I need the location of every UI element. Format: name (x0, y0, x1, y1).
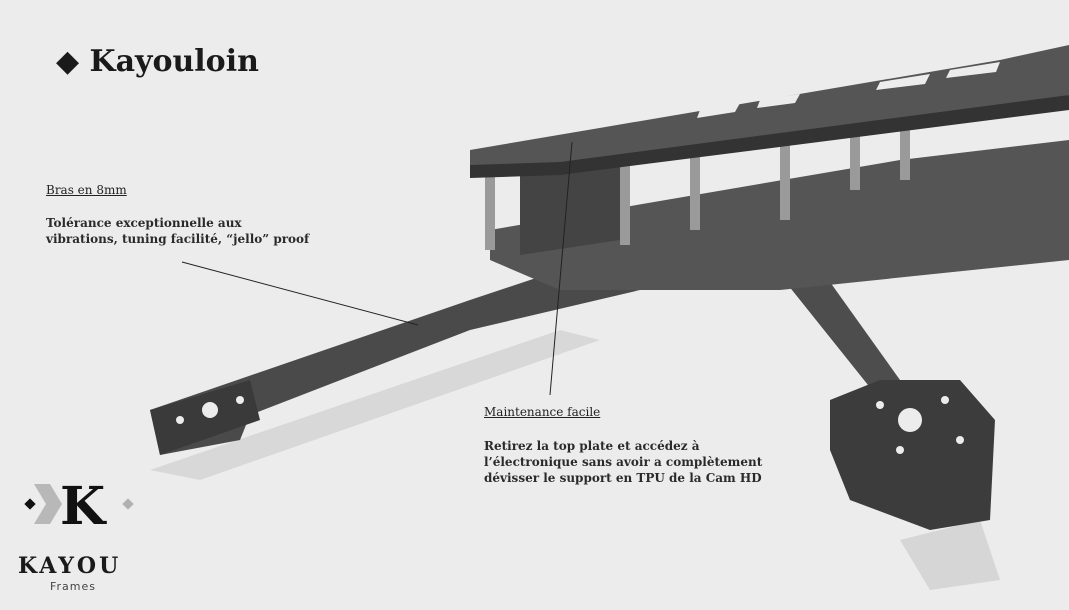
desc-line: l’électronique sans avoir a complètement (484, 455, 763, 469)
callout-maintenance-description: Retirez la top plate et accédez à l’élec… (484, 438, 762, 486)
callout-arms-description: Tolérance exceptionnelle aux vibrations,… (46, 215, 309, 247)
desc-line: vibrations, tuning facilité, “jello” pro… (46, 232, 310, 246)
kayou-logo: K (20, 476, 140, 552)
logo-mark-icon: K (24, 476, 134, 537)
logo-letter: K (60, 478, 107, 537)
desc-line: dévisser le support en TPU de la Cam HD (484, 471, 762, 485)
logo-brand: KAYOU (18, 553, 122, 579)
page-title: ◆ Kayouloin (56, 44, 259, 79)
callout-maintenance-label: Maintenance facile (484, 405, 601, 419)
callout-arms-label: Bras en 8mm (46, 183, 127, 197)
logo-sub: Frames (50, 580, 97, 593)
desc-line: Tolérance exceptionnelle aux (46, 216, 242, 230)
desc-line: Retirez la top plate et accédez à (484, 439, 700, 453)
